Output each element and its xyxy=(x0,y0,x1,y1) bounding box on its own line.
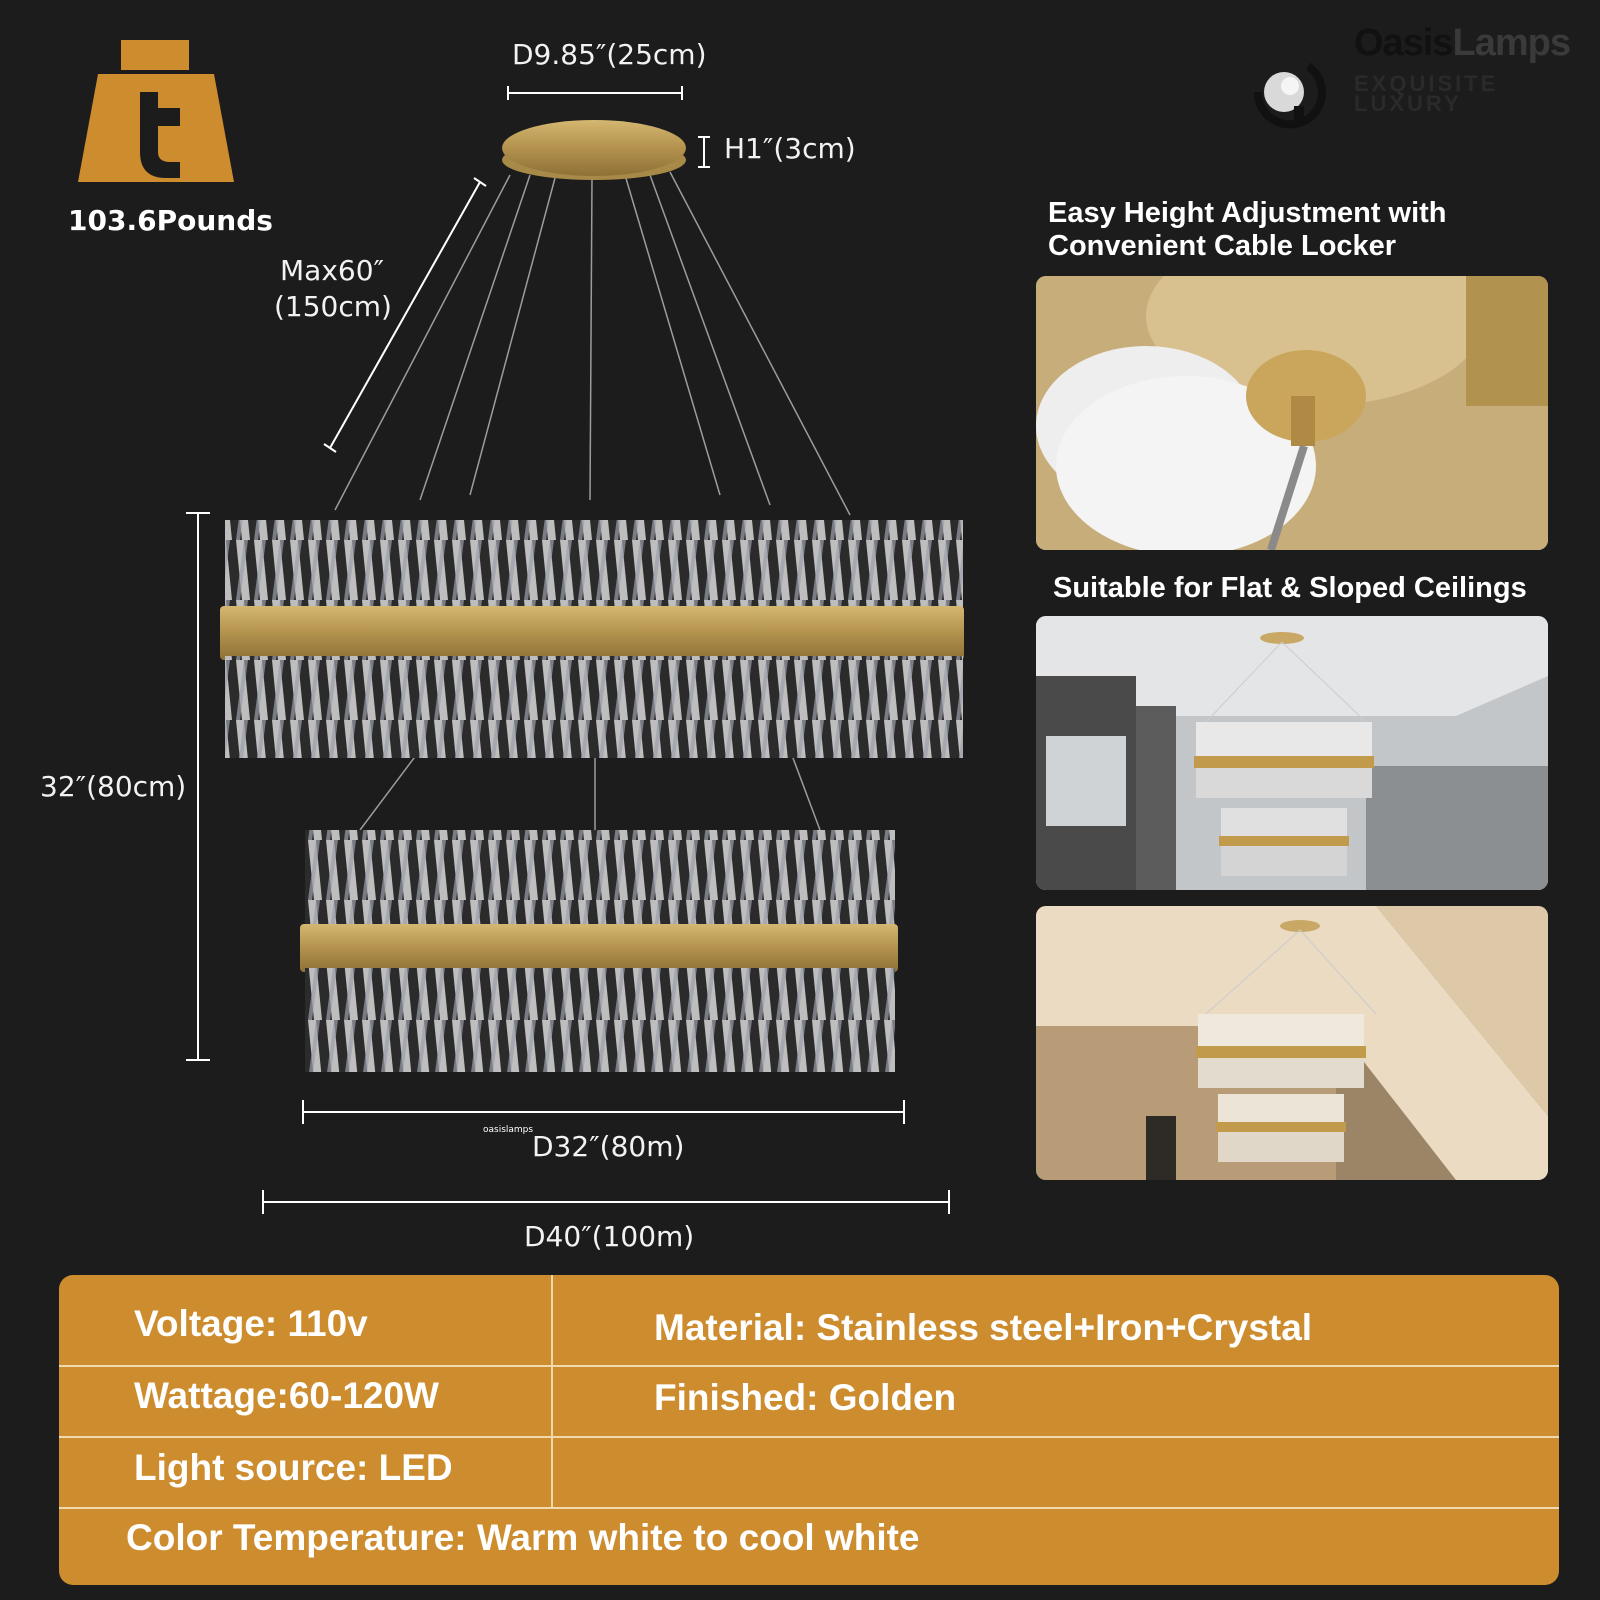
height-adjust-title-1: Easy Height Adjustment with xyxy=(1048,197,1447,229)
sloped-ceiling-photo xyxy=(1036,906,1548,1180)
table-divider-vertical xyxy=(551,1275,553,1507)
chandelier-diagram xyxy=(0,0,1000,1260)
weight-icon xyxy=(78,40,234,182)
brand-tagline-1: EXQUISITE xyxy=(1354,71,1499,96)
upper-diameter-label: D40″(100m) xyxy=(524,1220,695,1253)
max-cable-label: Max60″ xyxy=(280,254,384,287)
spec-material: Material: Stainless steel+Iron+Crystal xyxy=(654,1307,1313,1348)
flat-ceiling-photo xyxy=(1036,616,1548,890)
brand-name-dark: Oasis xyxy=(1354,22,1454,64)
table-divider-row-2 xyxy=(59,1436,1559,1438)
lower-diameter-label: D32″(80m) xyxy=(532,1130,685,1163)
chandelier-drawing xyxy=(186,86,964,1214)
height-adjust-title-2: Convenient Cable Locker xyxy=(1048,230,1397,262)
table-divider-row-1 xyxy=(59,1365,1559,1367)
spec-voltage: Voltage: 110v xyxy=(134,1303,368,1344)
total-height-label: 32″(80cm) xyxy=(40,770,187,803)
watermark-text: oasislamps xyxy=(483,1125,534,1135)
spec-color-temp: Color Temperature: Warm white to cool wh… xyxy=(126,1517,920,1558)
canopy-diameter-label: D9.85″(25cm) xyxy=(512,38,707,71)
brand-logo: OasisLamps EXQUISITE LUXURY xyxy=(1250,20,1580,130)
brand-tagline-2: LUXURY xyxy=(1354,91,1462,116)
brand-name-light: Lamps xyxy=(1452,22,1571,64)
cable-locker-photo xyxy=(1036,276,1548,550)
weight-label: 103.6Pounds xyxy=(68,204,273,237)
spec-wattage: Wattage:60-120W xyxy=(134,1375,439,1416)
max-cable-metric-label: (150cm) xyxy=(274,290,392,323)
spec-finish: Finished: Golden xyxy=(654,1377,957,1418)
canopy-height-label: H1″(3cm) xyxy=(724,132,856,165)
ceiling-title: Suitable for Flat & Sloped Ceilings xyxy=(1053,572,1527,604)
spec-table: Voltage: 110v Material: Stainless steel+… xyxy=(59,1275,1559,1585)
table-divider-row-3 xyxy=(59,1507,1559,1509)
lamp-logo-icon xyxy=(1253,62,1326,129)
spec-light-source: Light source: LED xyxy=(134,1447,453,1488)
